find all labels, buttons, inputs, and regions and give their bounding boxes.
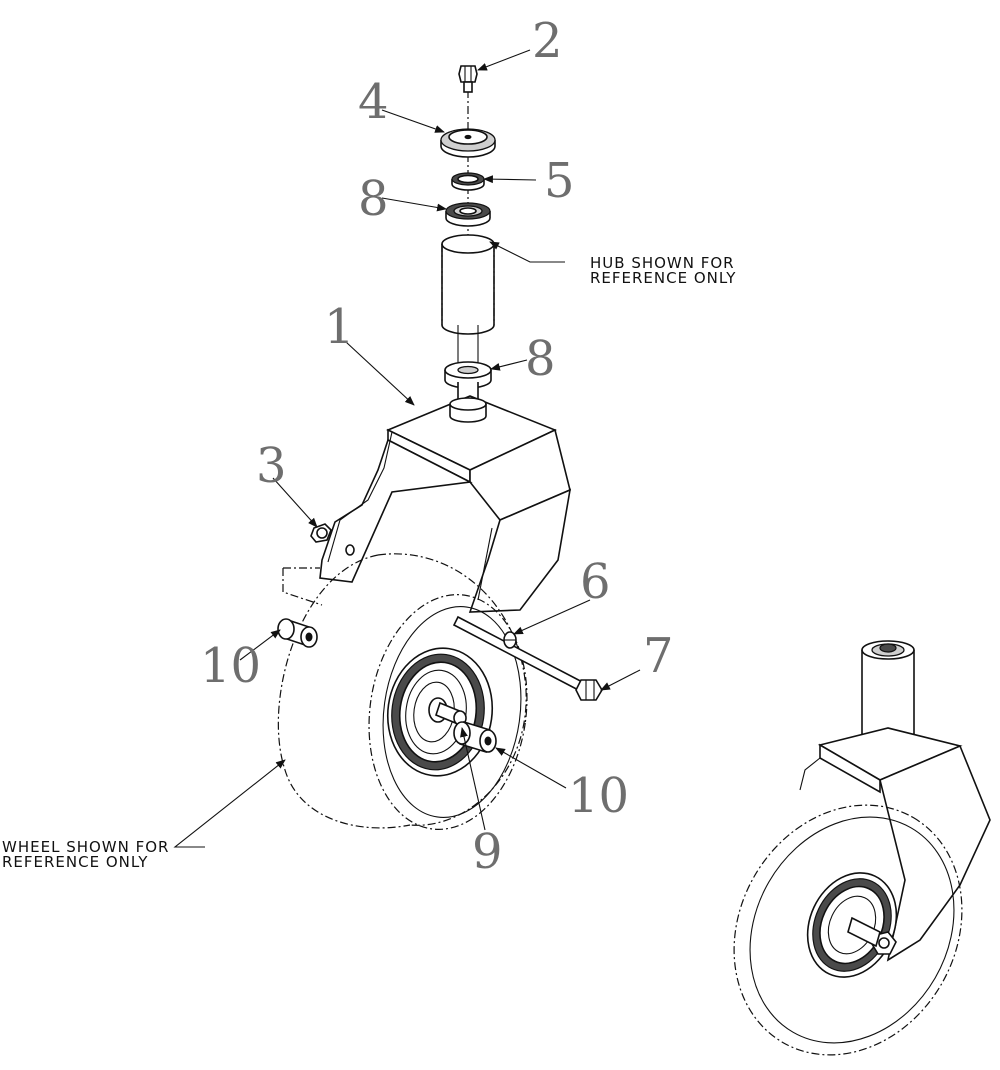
callout-6: 6 xyxy=(580,554,611,610)
hub-note-line-1: HUB SHOWN FOR xyxy=(590,254,735,272)
callout-3: 3 xyxy=(256,438,287,494)
part-5-seal xyxy=(451,172,485,191)
assembled-caster-view xyxy=(733,640,991,1056)
callout-8-lower: 8 xyxy=(525,331,556,387)
leader-lines xyxy=(173,49,641,848)
part-1-caster-fork xyxy=(319,395,572,613)
part-10-left-spacer xyxy=(277,618,318,648)
part-3-side-bolt xyxy=(310,523,332,543)
wheel-note-line-2: REFERENCE ONLY xyxy=(2,853,148,871)
callout-10-right: 10 xyxy=(568,768,629,824)
wheel-note-line-1: WHEEL SHOWN FOR xyxy=(2,838,169,856)
part-8-upper-bearing xyxy=(445,202,491,227)
callout-8-upper: 8 xyxy=(358,171,389,227)
part-2-bolt xyxy=(458,65,478,93)
callout-1: 1 xyxy=(324,299,355,355)
callout-4: 4 xyxy=(358,74,389,130)
fork-phantom-lines xyxy=(282,567,323,606)
callout-9: 9 xyxy=(472,824,503,880)
part-6-spacer xyxy=(503,631,517,649)
part-4-cap-washer xyxy=(440,128,496,158)
hub-note-line-2: REFERENCE ONLY xyxy=(590,269,736,287)
part-7-axle-bolt xyxy=(452,615,603,701)
callout-2: 2 xyxy=(532,13,563,69)
callout-7: 7 xyxy=(643,628,674,684)
callout-10-left: 10 xyxy=(200,638,261,694)
callout-5: 5 xyxy=(544,153,575,209)
hub-reference xyxy=(441,234,495,365)
